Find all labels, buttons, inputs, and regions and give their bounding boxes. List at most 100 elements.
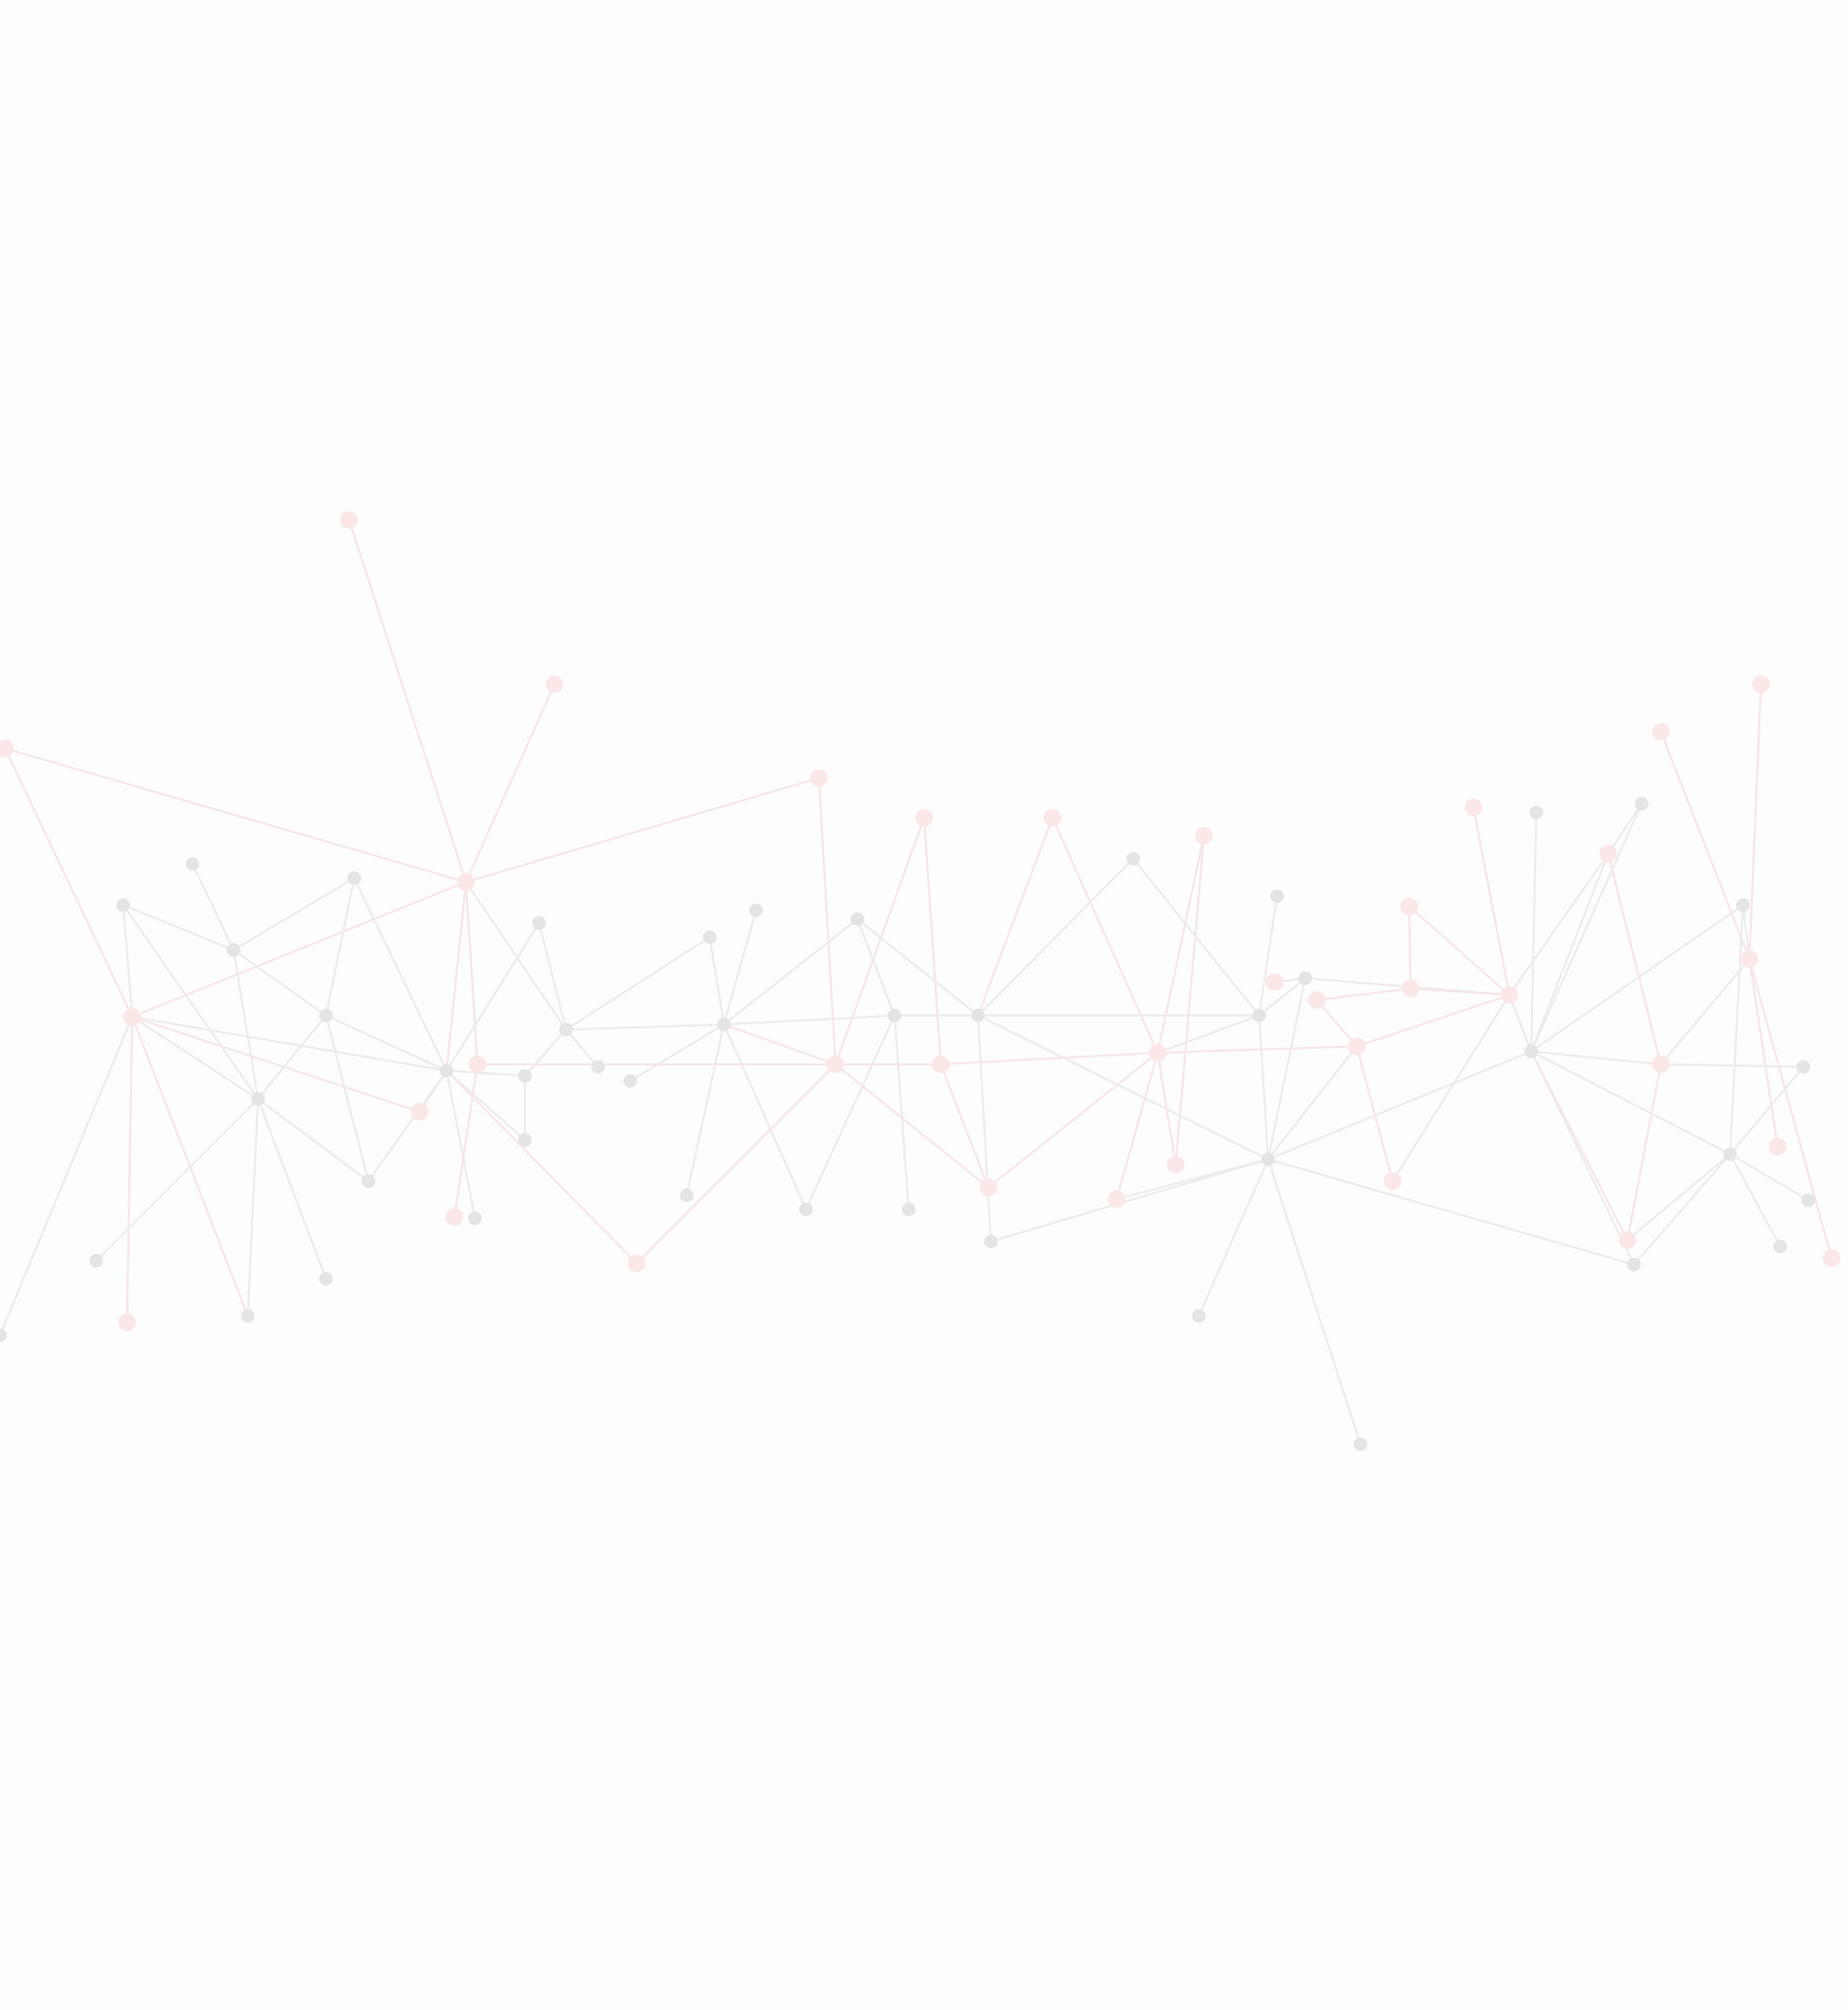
network-edge <box>1748 684 1762 959</box>
network-edge <box>1626 1063 1662 1240</box>
network-edge <box>95 1097 259 1262</box>
network-edge <box>1316 987 1411 1001</box>
network-node <box>850 912 865 926</box>
network-edge <box>353 878 448 1071</box>
network-edge <box>1530 1051 1629 1241</box>
network-edge <box>465 881 479 1065</box>
network-node <box>1383 1172 1402 1191</box>
network-edge <box>1729 1153 1809 1202</box>
network-node <box>1270 889 1285 904</box>
network-node <box>116 898 130 913</box>
network-node <box>517 1132 532 1147</box>
network-edge <box>122 905 133 1018</box>
network-edge <box>246 1098 260 1316</box>
network-edge <box>1659 958 1751 1065</box>
network-edge <box>1391 994 1510 1182</box>
network-edge <box>1132 858 1261 1017</box>
network-node <box>546 675 564 694</box>
network-edge <box>445 1070 477 1219</box>
network-node <box>1298 971 1313 986</box>
network-edge <box>1356 993 1510 1048</box>
network-edge <box>232 877 355 951</box>
network-edge <box>325 1015 370 1182</box>
network-edge <box>1116 1052 1159 1200</box>
network-edge <box>893 1015 910 1210</box>
network-edge <box>131 880 467 1019</box>
network-edge <box>325 1014 447 1072</box>
network-node <box>227 943 241 957</box>
network-node <box>240 1309 255 1323</box>
network-node <box>1823 1249 1841 1268</box>
network-edge <box>1748 958 1779 1147</box>
network-edge <box>131 1016 420 1113</box>
network-node <box>1166 1155 1185 1173</box>
network-node <box>1252 1008 1266 1023</box>
network-edge <box>1729 1065 1804 1155</box>
network-edge <box>1174 835 1205 1165</box>
network-edge <box>686 1023 726 1196</box>
network-edge <box>1633 1153 1731 1266</box>
network-node <box>123 1008 141 1026</box>
network-edge <box>1156 835 1205 1054</box>
network-edge <box>538 922 567 1030</box>
network-edge <box>635 1063 836 1265</box>
network-edge <box>367 1069 448 1182</box>
network-edge <box>1626 1153 1731 1241</box>
network-node <box>887 1008 902 1023</box>
network-edge <box>1530 1050 1731 1156</box>
network-node <box>1347 1037 1366 1056</box>
network-edge <box>565 936 711 1031</box>
network-node <box>717 1018 731 1032</box>
network-edge <box>5 747 467 883</box>
network-node <box>410 1102 429 1121</box>
network-edge <box>1051 817 1159 1054</box>
network-edge <box>125 1017 133 1323</box>
network-node <box>185 857 199 872</box>
network-edge <box>445 1069 638 1265</box>
network-node <box>1126 851 1141 866</box>
network-node <box>1736 898 1751 913</box>
network-edge <box>1530 812 1538 1052</box>
network-edge <box>723 1023 836 1065</box>
network-edge <box>1410 987 1510 996</box>
network-edge <box>1258 977 1306 1017</box>
network-edge <box>1266 1159 1362 1445</box>
network-node <box>1044 808 1062 827</box>
network-edge <box>565 1028 599 1068</box>
network-edge <box>1472 807 1510 995</box>
network-node <box>1529 806 1544 820</box>
network-node <box>915 808 934 827</box>
network-node <box>679 1188 693 1202</box>
network-edge <box>122 904 260 1100</box>
network-edge <box>232 949 327 1017</box>
network-edge <box>1355 1046 1394 1182</box>
network-node <box>440 1063 454 1078</box>
network-edge <box>1266 978 1307 1160</box>
network-node <box>445 1207 464 1226</box>
network-edge <box>1258 895 1278 1016</box>
network-node <box>702 930 717 945</box>
network-node <box>799 1202 813 1217</box>
network-node <box>532 915 547 930</box>
network-node <box>251 1092 266 1106</box>
network-node <box>1652 723 1670 741</box>
network-edge <box>4 747 133 1018</box>
network-edge <box>1267 1158 1635 1266</box>
network-edge <box>257 1098 328 1279</box>
network-edge <box>0 1016 133 1336</box>
network-edge <box>977 1014 1269 1161</box>
network-node <box>902 1202 916 1217</box>
network-node <box>749 903 764 917</box>
network-node <box>627 1254 646 1273</box>
network-edge <box>1156 1014 1260 1055</box>
network-edge <box>523 1028 567 1077</box>
network-node <box>1796 1059 1811 1074</box>
network-edge <box>453 1063 479 1218</box>
network-edge <box>724 1014 895 1026</box>
network-node <box>1353 1437 1368 1452</box>
network-node <box>1400 897 1418 915</box>
network-edge <box>1509 852 1610 996</box>
network-edge <box>1742 905 1751 959</box>
network-node <box>622 1074 637 1089</box>
network-node <box>1626 1257 1641 1272</box>
